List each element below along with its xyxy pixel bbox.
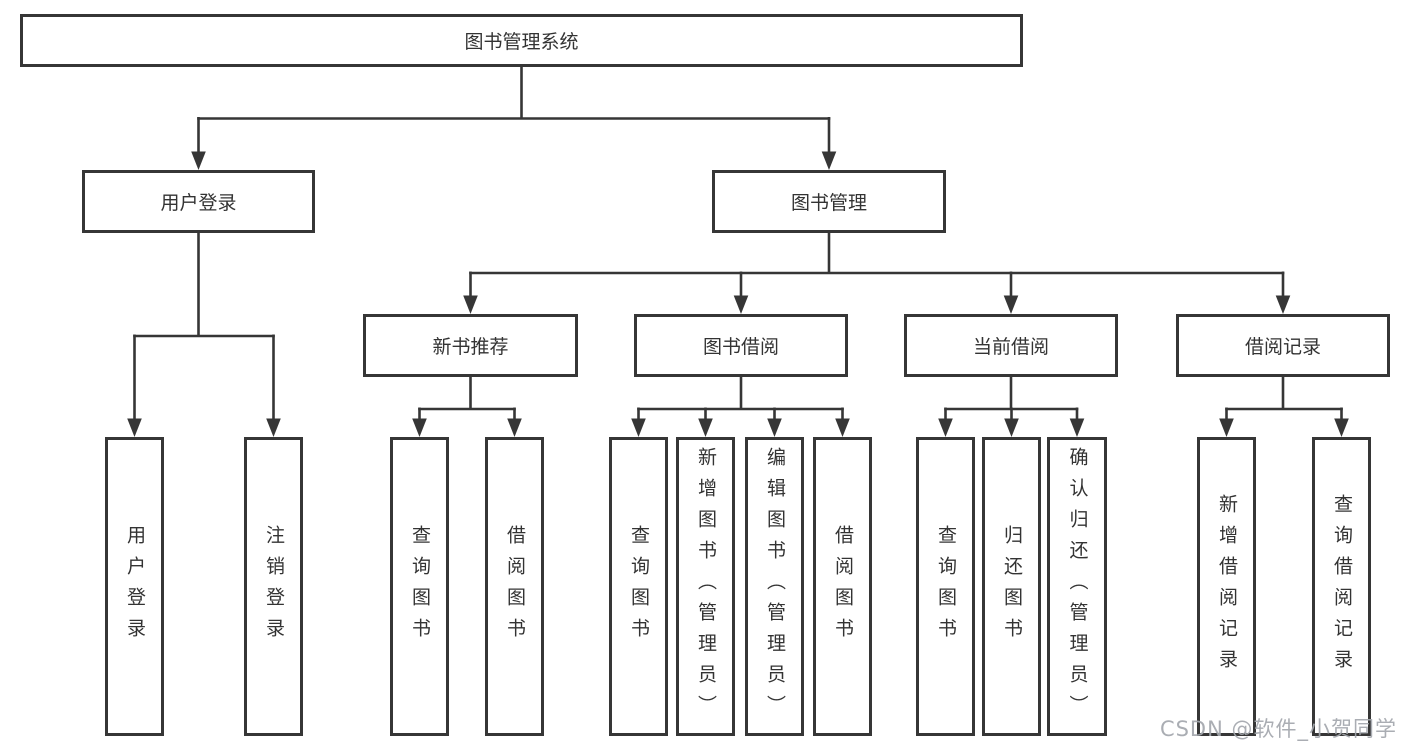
node-query-books-current: 查询图书 — [916, 437, 975, 736]
node-label: 新增图书（管理员） — [695, 447, 717, 726]
node-logout-leaf: 注销登录 — [244, 437, 303, 736]
node-label: 查询图书 — [935, 524, 957, 649]
node-return-book: 归还图书 — [982, 437, 1041, 736]
node-label: 借阅图书 — [504, 524, 526, 649]
node-user-login: 用户登录 — [82, 170, 315, 233]
node-query-books-borrowing: 查询图书 — [609, 437, 668, 736]
node-label: 借阅记录 — [1244, 336, 1321, 358]
node-current-borrowing: 当前借阅 — [904, 314, 1118, 377]
node-library-management-system: 图书管理系统 — [20, 14, 1023, 67]
node-label: 借阅图书 — [832, 524, 854, 649]
node-label: 图书借阅 — [702, 336, 779, 358]
node-label: 确认归还（管理员） — [1066, 447, 1089, 726]
arrowheads — [127, 151, 1349, 437]
node-borrow-books-borrowing: 借阅图书 — [813, 437, 872, 736]
node-label: 新增借阅记录 — [1216, 493, 1238, 680]
node-query-borrow-record: 查询借阅记录 — [1312, 437, 1371, 736]
node-confirm-return-admin: 确认归还（管理员） — [1047, 437, 1107, 736]
node-label: 查询图书 — [409, 524, 431, 649]
node-borrow-books-recommend: 借阅图书 — [485, 437, 544, 736]
node-book-borrowing: 图书借阅 — [634, 314, 848, 377]
node-edit-book-admin: 编辑图书（管理员） — [745, 437, 804, 736]
node-label: 用户登录 — [124, 524, 146, 649]
node-label: 新书推荐 — [432, 336, 509, 358]
node-new-book-recommendation: 新书推荐 — [363, 314, 578, 377]
node-label: 归还图书 — [1001, 524, 1023, 649]
node-borrowing-records: 借阅记录 — [1176, 314, 1390, 377]
node-add-book-admin: 新增图书（管理员） — [676, 437, 735, 736]
node-label: 查询图书 — [628, 524, 650, 649]
node-query-books-recommend: 查询图书 — [390, 437, 449, 736]
node-user-login-leaf: 用户登录 — [105, 437, 164, 736]
node-label: 图书管理 — [790, 192, 867, 214]
node-label: 用户登录 — [160, 192, 237, 214]
node-add-borrow-record: 新增借阅记录 — [1197, 437, 1256, 736]
csdn-watermark: CSDN @软件_小贺同学 — [1159, 717, 1397, 741]
node-label: 编辑图书（管理员） — [764, 447, 786, 726]
node-label: 注销登录 — [263, 524, 285, 649]
node-label: 查询借阅记录 — [1331, 493, 1353, 680]
node-label: 图书管理系统 — [464, 31, 579, 53]
node-book-management: 图书管理 — [712, 170, 946, 233]
node-label: 当前借阅 — [972, 336, 1049, 358]
